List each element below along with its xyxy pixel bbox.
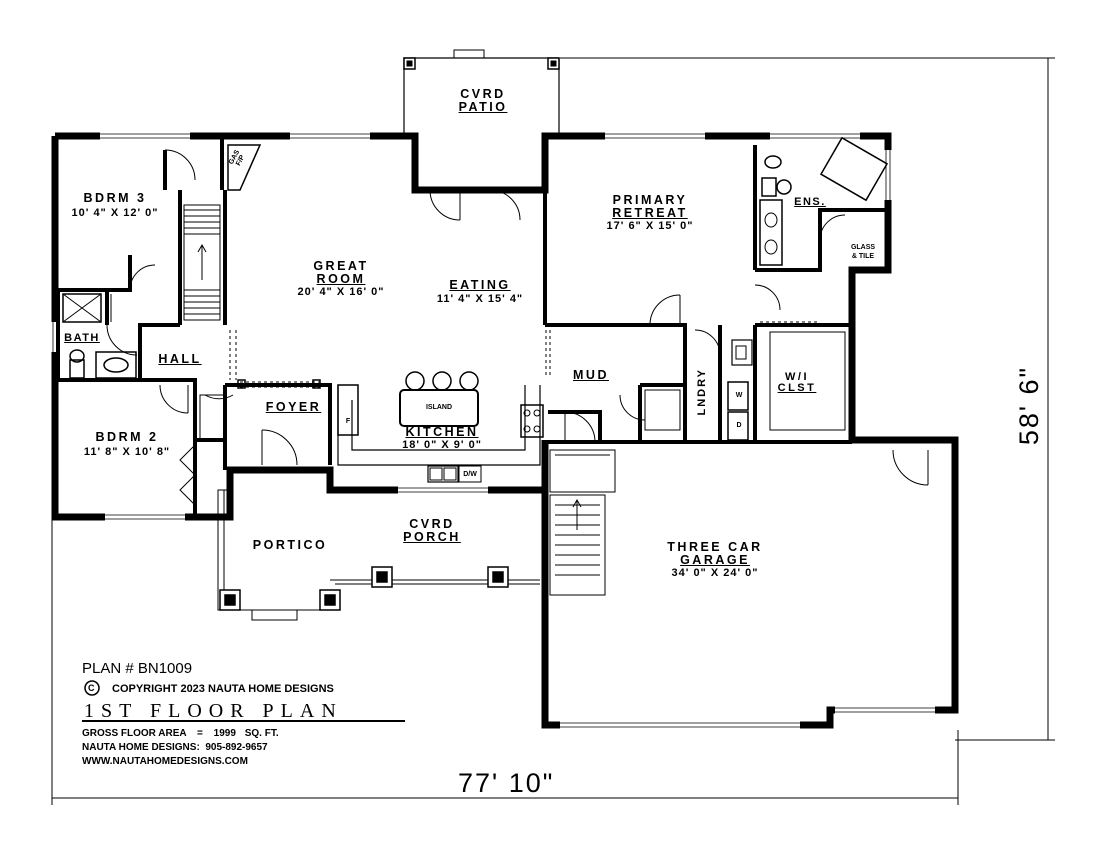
plan-number: PLAN # BN1009 [82,660,193,677]
dimension-lines [51,57,1055,805]
primary-retreat-label: PRIMARY RETREAT 17' 6" X 15' 0" [600,194,700,232]
gross-area-eq: = [197,728,203,739]
bdrm3-dims: 10' 4" X 12' 0" [71,206,159,219]
wic-name-1: W/I [785,371,809,383]
great-room-name-1: GREAT [313,259,369,273]
copyright-symbol: C [88,683,95,693]
contact-phone: NAUTA HOME DESIGNS: 905-892-9657 [82,742,268,753]
great-room-label: GREAT ROOM 20' 4" X 16' 0" [296,260,386,298]
portico-label: PORTICO [252,538,328,552]
website: WWW.NAUTAHOMEDESIGNS.COM [82,756,248,767]
stairs-down [549,449,616,596]
hall-label: HALL [158,352,202,366]
great-room-dims: 20' 4" X 16' 0" [297,286,385,298]
ens-label: ENS. [794,196,826,208]
eating-name: EATING [449,278,511,292]
glass-tile-label: GLASS & TILE [843,244,883,260]
stairs-up [183,204,221,321]
overall-width-dimension: 77' 10" [458,768,555,798]
great-room-name-2: ROOM [316,271,366,286]
cvrd-porch-label: CVRD PORCH [392,518,472,543]
copyright-symbol-circle [84,680,100,696]
gross-floor-area: GROSS FLOOR AREA = 1999 SQ. FT. [82,728,279,739]
exterior-walls [51,132,959,729]
primary-name-2: RETREAT [612,205,688,220]
cvrd-patio-name-1: CVRD [460,87,506,101]
bath-label: BATH [64,332,100,344]
porch-columns [219,566,509,611]
island-label: ISLAND [425,404,453,411]
primary-dims: 17' 6" X 15' 0" [606,220,694,232]
garage-name-2: GARAGE [680,552,750,567]
mud-label: MUD [573,368,609,382]
fridge-label: F [345,418,351,425]
bdrm3-label: BDRM 3 10' 4" X 12' 0" [70,192,160,219]
windows [51,132,935,729]
kitchen-name: KITCHEN [405,425,479,439]
gross-area-label: GROSS FLOOR AREA [82,728,187,739]
wic-label: W/I CLST [772,372,822,394]
eating-label: EATING 11' 4" X 15' 4" [430,279,530,305]
wic-name-2: CLST [777,382,817,394]
cvrd-patio-name-2: PATIO [458,99,508,114]
glass-tile-line1: GLASS [850,244,876,251]
foyer-label: FOYER [265,400,322,414]
cvrd-patio-label: CVRD PATIO [448,88,518,113]
washer-label: W [735,392,743,399]
bdrm3-name: BDRM 3 [83,191,147,205]
bdrm2-dims: 11' 8" X 10' 8" [83,445,171,458]
kitchen-dims: 18' 0" X 9' 0" [402,438,482,451]
bdrm2-label: BDRM 2 11' 8" X 10' 8" [72,431,182,458]
garage-label: THREE CAR GARAGE 34' 0" X 24' 0" [660,541,770,579]
garage-name-1: THREE CAR [667,540,763,554]
interior-walls [56,139,885,517]
cvrd-porch-name-2: PORCH [403,529,461,544]
dishwasher-label: D/W [463,471,477,478]
glass-tile-line2: & TILE [851,253,875,260]
covered-patio [403,49,560,135]
copyright-text: COPYRIGHT 2023 NAUTA HOME DESIGNS [112,683,334,695]
bdrm2-name: BDRM 2 [95,430,159,444]
dryer-label: D [736,422,742,429]
garage-dims: 34' 0" X 24' 0" [671,567,759,579]
plan-title: 1ST FLOOR PLAN [84,700,343,722]
overall-depth-dimension: 58' 6" [1014,365,1045,446]
eating-dims: 11' 4" X 15' 4" [436,292,524,305]
kitchen-label: KITCHEN 18' 0" X 9' 0" [392,426,492,451]
gross-area-unit: SQ. FT. [244,728,279,739]
cvrd-porch-name-1: CVRD [409,517,455,531]
lndry-label: LNDRY [696,368,708,416]
fixtures [62,136,929,621]
gross-area-value: 1999 [213,728,236,739]
primary-name-1: PRIMARY [612,193,688,207]
